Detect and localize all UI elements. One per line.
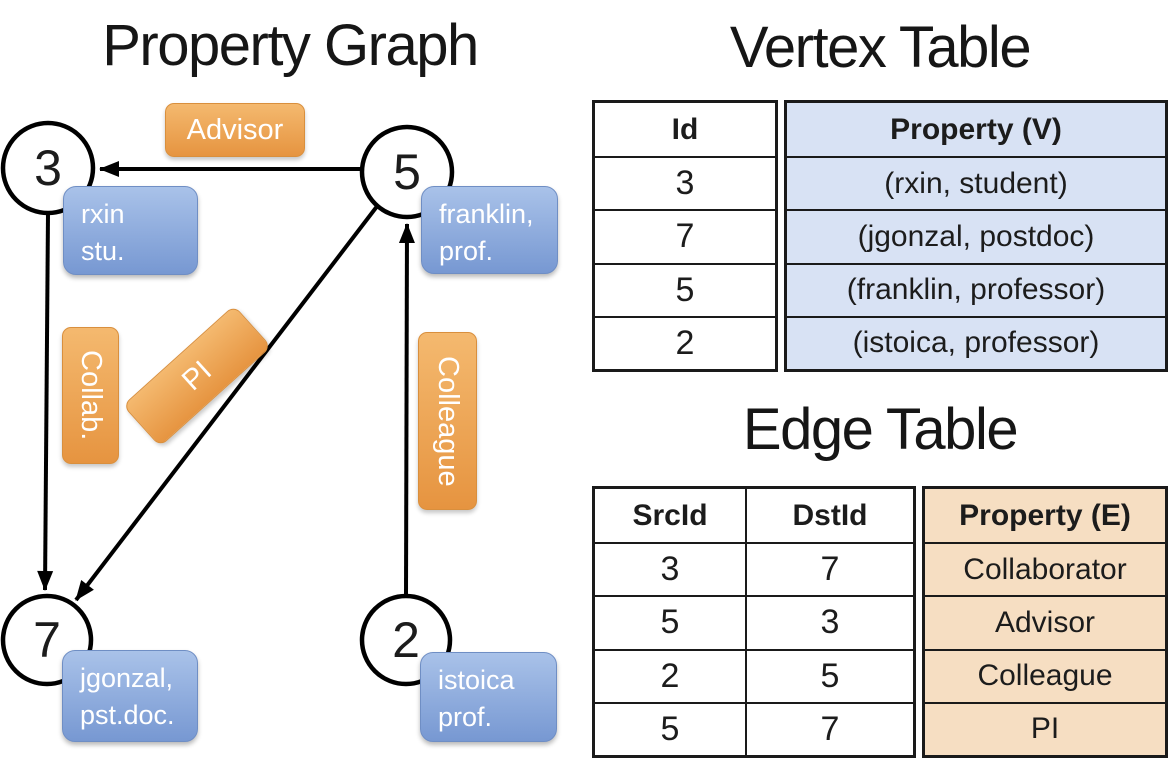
edge-table-row-dstid: 5 [745, 648, 913, 702]
node-3-label: 3 [34, 140, 62, 196]
edge-label-colleague: Colleague [418, 332, 477, 510]
vertex-property-box-5-line1: franklin, [439, 199, 534, 229]
vertex-table-property-column: Property (V) (rxin, student) (jgonzal, p… [784, 100, 1168, 372]
vertex-property-box-3: rxin stu. [63, 186, 198, 275]
vertex-property-box-2-line1: istoica [438, 665, 515, 695]
edge-table-row-dstid: 7 [745, 542, 913, 596]
edge-label-colleague-text: Colleague [432, 355, 464, 487]
property-graph-title: Property Graph [102, 13, 479, 78]
edge-table-id-columns: SrcId DstId 3 7 5 3 2 5 5 7 [592, 486, 916, 758]
vertex-property-box-7-line2: pst.doc. [80, 700, 175, 731]
edge-table-row-property: Collaborator [925, 542, 1165, 595]
edge-table-row-dstid: 3 [745, 595, 913, 649]
vertex-table-row-id: 3 [595, 156, 775, 209]
edge-table-row-srcid: 5 [595, 595, 745, 648]
vertex-table-row-property: (istoica, professor) [787, 315, 1165, 369]
edge-table-header-srcid: SrcId [632, 498, 708, 532]
vertex-table-row-property: (franklin, professor) [787, 262, 1165, 316]
node-7-label: 7 [33, 612, 61, 668]
vertex-table-row-property: (rxin, student) [787, 156, 1165, 209]
vertex-property-box-7-line1: jgonzal, [80, 663, 174, 693]
vertex-table-row-id: 2 [595, 315, 775, 369]
edge-table-row-property: PI [925, 701, 1165, 755]
edge-table-header-property: Property (E) [959, 498, 1131, 532]
edge-table-row-srcid: 2 [595, 648, 745, 702]
vertex-table-row-property: (jgonzal, postdoc) [787, 209, 1165, 262]
node-2-label: 2 [392, 612, 420, 668]
vertex-property-box-7: jgonzal, pst.doc. [62, 650, 198, 742]
edge-3-to-7 [37, 212, 54, 591]
edge-5-to-7 [74, 203, 380, 602]
vertex-property-box-5: franklin, prof. [421, 186, 558, 274]
vertex-table-header-property: Property (V) [890, 112, 1062, 146]
edge-label-pi-text: PI [175, 354, 218, 397]
vertex-property-box-3-line2: stu. [81, 236, 125, 267]
vertex-table-row-id: 5 [595, 262, 775, 316]
vertex-table-title: Vertex Table [729, 15, 1032, 80]
vertex-table-id-column: Id 3 7 5 2 [592, 100, 778, 372]
edge-table-row-property: Colleague [925, 648, 1165, 702]
edge-label-advisor: Advisor [165, 103, 305, 157]
vertex-table-row-id: 7 [595, 209, 775, 262]
node-5-label: 5 [393, 144, 421, 200]
vertex-property-box-2-line2: prof. [438, 702, 493, 733]
edge-table-property-column: Property (E) Collaborator Advisor Collea… [922, 486, 1168, 758]
edge-2-to-5 [398, 223, 415, 596]
edge-table-row-dstid: 7 [745, 701, 913, 755]
edge-table-header-dstid: DstId [745, 489, 913, 543]
vertex-property-box-3-line1: rxin [81, 199, 125, 229]
edge-label-advisor-text: Advisor [186, 113, 284, 146]
vertex-table-header-id: Id [671, 112, 699, 146]
edge-table-row-srcid: 5 [595, 701, 745, 755]
edge-table-row-srcid: 3 [595, 542, 745, 595]
edge-label-collab-text: Collab. [75, 350, 107, 441]
edge-table-title: Edge Table [742, 397, 1019, 462]
edge-label-collab: Collab. [62, 327, 119, 464]
vertex-property-box-2: istoica prof. [420, 652, 557, 742]
edge-table-row-property: Advisor [925, 595, 1165, 648]
vertex-property-box-5-line2: prof. [439, 236, 494, 267]
